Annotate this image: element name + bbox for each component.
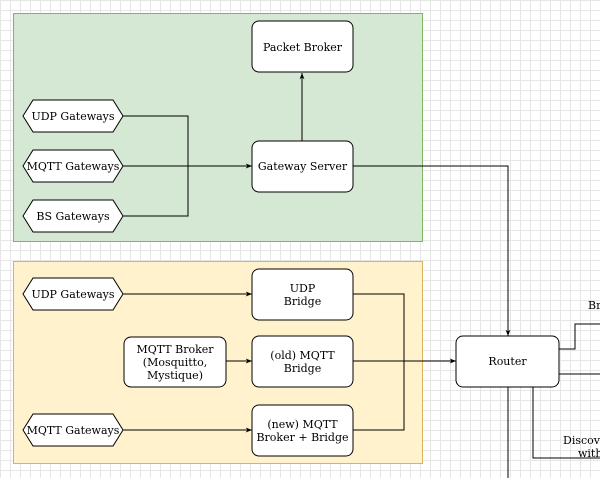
mqtt-broker-label-line-3: Mystique): [147, 369, 203, 382]
new-mqtt-broker-bridge-label-line-2: Broker + Bridge: [256, 431, 348, 444]
mqtt-gateways-bottom-label: MQTT Gateways: [27, 424, 120, 437]
mqtt-gateways-bottom-node[interactable]: MQTT Gateways: [22, 413, 124, 447]
edge-bs-gateways: [123, 166, 189, 217]
udp-gateways-bottom-label: UDP Gateways: [31, 288, 114, 301]
edge-udp-gateways-top: [123, 115, 189, 166]
edge-router-out-br: [559, 323, 600, 350]
router-label: Router: [488, 355, 527, 368]
udp-bridge-node[interactable]: UDP Bridge: [251, 268, 354, 321]
bs-gateways-node[interactable]: BS Gateways: [22, 199, 124, 233]
udp-bridge-label-line-1: UDP: [290, 282, 316, 295]
mqtt-gateways-top-node[interactable]: MQTT Gateways: [22, 149, 124, 183]
mqtt-broker-label-line-2: (Mosquitto,: [143, 356, 207, 369]
old-mqtt-bridge-label-line-2: Bridge: [284, 362, 321, 375]
mqtt-gateways-top-label: MQTT Gateways: [27, 160, 120, 173]
mqtt-broker-label-line-1: MQTT Broker: [136, 343, 214, 356]
udp-gateways-top-node[interactable]: UDP Gateways: [22, 99, 124, 133]
edge-label-discover: Discove: [563, 434, 600, 447]
edge-label-with: with: [578, 447, 600, 460]
edge-udp-bridge-join: [353, 293, 405, 361]
edge-new-bridge-join: [353, 361, 405, 431]
udp-bridge-label-line-2: Bridge: [284, 295, 321, 308]
edge-gateway-server-to-router: [353, 165, 511, 336]
packet-broker-label: Packet Broker: [263, 41, 343, 54]
udp-gateways-bottom-node[interactable]: UDP Gateways: [22, 277, 124, 311]
mqtt-broker-node[interactable]: MQTT Broker (Mosquitto, Mystique): [123, 336, 227, 388]
edges: [123, 73, 600, 478]
packet-broker-node[interactable]: Packet Broker: [251, 20, 354, 73]
router-node[interactable]: Router: [455, 335, 560, 388]
old-mqtt-bridge-label-line-1: (old) MQTT: [270, 349, 335, 362]
old-mqtt-bridge-node[interactable]: (old) MQTT Bridge: [251, 335, 354, 388]
new-mqtt-broker-bridge-node[interactable]: (new) MQTT Broker + Bridge: [251, 404, 354, 457]
bs-gateways-label: BS Gateways: [36, 210, 110, 223]
gateway-server-label: Gateway Server: [258, 160, 348, 173]
new-mqtt-broker-bridge-label-line-1: (new) MQTT: [267, 418, 338, 431]
gateway-server-node[interactable]: Gateway Server: [251, 140, 354, 193]
edge-label-br: Br: [588, 299, 600, 312]
udp-gateways-top-label: UDP Gateways: [31, 110, 114, 123]
edge-router-out-discover: [532, 387, 600, 459]
